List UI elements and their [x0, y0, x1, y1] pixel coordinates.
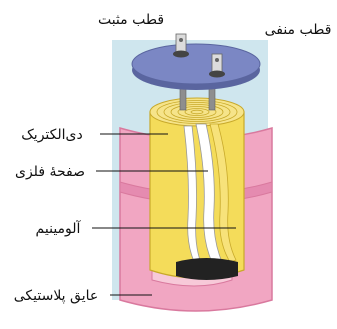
- label-aluminum: آلومینیم: [36, 220, 82, 237]
- lid-top: [132, 44, 260, 84]
- label-plastic-insulator: عایق پلاستیکی: [14, 288, 98, 304]
- electrolyte-pool: [176, 258, 238, 280]
- label-negative-terminal: قطب منفی: [265, 22, 332, 38]
- label-metal-plate: صفحهٔ فلزی: [15, 164, 85, 180]
- label-dielectric: دی‌الکتریک: [21, 127, 82, 143]
- label-positive-terminal: قطب مثبت: [98, 12, 164, 28]
